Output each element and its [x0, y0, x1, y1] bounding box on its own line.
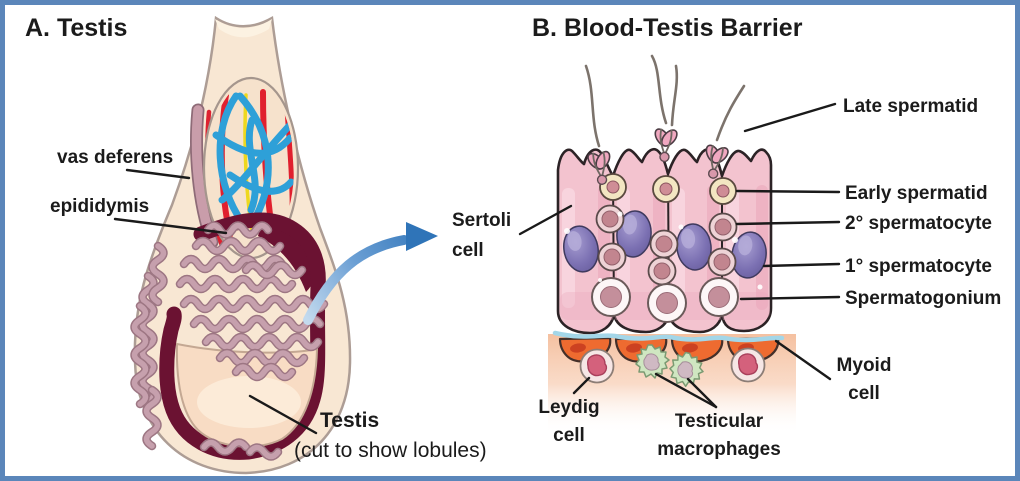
macrophages-label-line1: Testicular: [675, 411, 764, 432]
myoid-label-line1: Myoid: [837, 355, 892, 376]
primary-spermatocyte-pointer: [762, 262, 841, 268]
cut-surface-highlight: [197, 376, 301, 428]
leydig-label-line1: Leydig: [538, 397, 599, 418]
sertoli-label-line1: Sertoli: [452, 210, 511, 231]
sertoli-pointer: [518, 204, 573, 236]
macrophage-pointer-1: [654, 372, 718, 409]
late-spermatid-pointer: [743, 102, 837, 133]
sertoli-label-line2: cell: [452, 240, 484, 261]
zoom-arrow: [303, 222, 438, 325]
macrophage-pointer-2: [686, 377, 718, 409]
vas-deferens-pointer: [125, 168, 191, 180]
primary-spermatocyte-label: 1° spermatocyte: [845, 256, 992, 277]
panel-a-title: A. Testis: [25, 14, 127, 42]
panel-b-title: B. Blood-Testis Barrier: [532, 14, 803, 42]
testis-label: Testis: [320, 409, 379, 432]
zoom-arrow-head: [406, 222, 438, 251]
figure-svg: A. Testis: [25, 14, 1001, 475]
macrophages-label-line2: macrophages: [657, 439, 781, 460]
cord-cut-face: [215, 19, 272, 38]
spermatogonium-label: Spermatogonium: [845, 288, 1001, 309]
epididymis-label: epididymis: [50, 196, 149, 217]
panel-b: B. Blood-Testis Barrier: [452, 14, 1001, 460]
testis-illustration: [135, 15, 352, 475]
myoid-pointer: [774, 339, 832, 381]
early-spermatid-label: Early spermatid: [845, 183, 988, 204]
pampiniform-plexus: [212, 92, 294, 228]
testis-note-label: (cut to show lobules): [294, 439, 487, 462]
basement-membrane: [552, 330, 785, 343]
tunica-band: [159, 212, 326, 460]
barrier-illustration: [548, 54, 796, 434]
testis-pointer: [248, 394, 318, 435]
panel-a: A. Testis: [25, 14, 487, 475]
secondary-spermatocyte-pointer: [735, 220, 841, 226]
early-spermatid-pointer: [735, 189, 841, 194]
vas-deferens-label: vas deferens: [57, 147, 173, 168]
spermatogonia: [591, 277, 739, 323]
leydig-pointer: [572, 376, 591, 395]
spermatid-tails: [584, 54, 746, 148]
spermatogonium-pointer: [739, 295, 841, 301]
sparkles: [564, 211, 763, 290]
myoid-label-line2: cell: [848, 383, 880, 404]
leydig-label-line2: cell: [553, 425, 585, 446]
late-spermatids: [583, 54, 746, 188]
secondary-spermatocyte-label: 2° spermatocyte: [845, 213, 992, 234]
late-spermatid-label: Late spermatid: [843, 96, 978, 117]
epididymis-pointer: [113, 217, 228, 235]
